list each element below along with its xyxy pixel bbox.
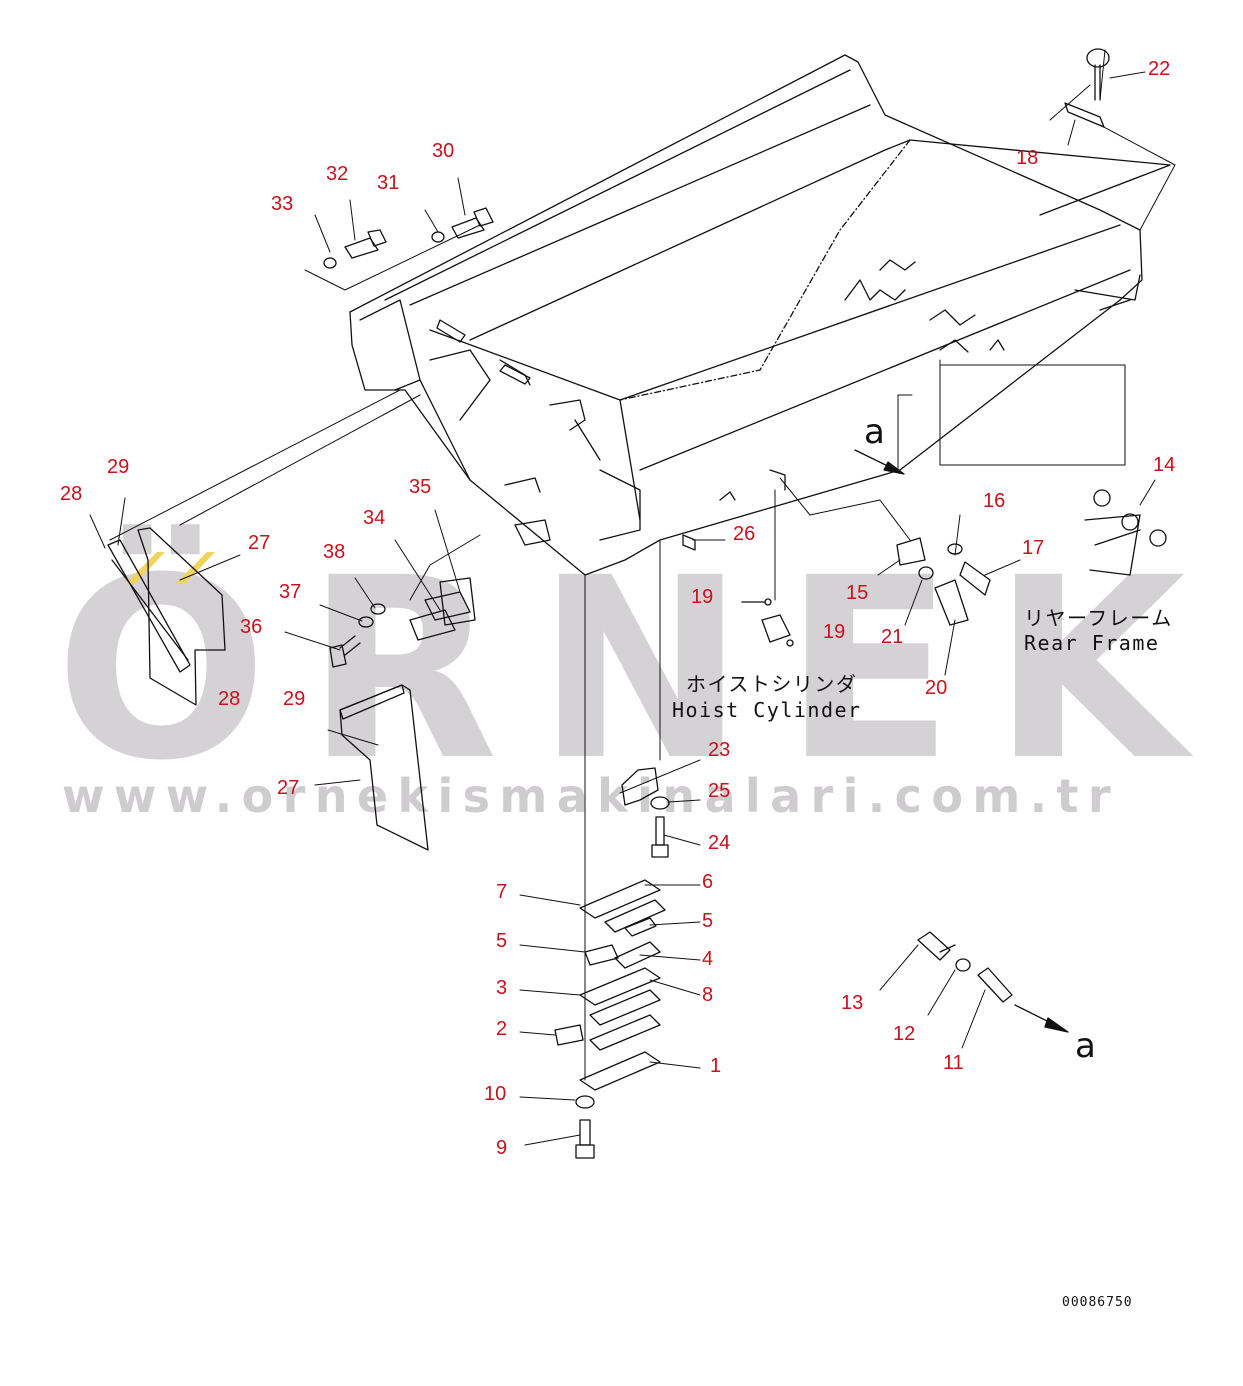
bolt-19 — [741, 598, 794, 647]
callout-13: 13 — [841, 992, 864, 1014]
drawing-code: 00086750 — [1062, 1295, 1133, 1310]
callout-27-lower: 27 — [277, 777, 300, 799]
bolt-17 — [959, 561, 991, 596]
callout-29-lower: 29 — [283, 688, 306, 710]
bolt-36 — [329, 635, 361, 668]
callout-6: 6 — [702, 871, 714, 893]
callout-12: 12 — [893, 1023, 916, 1045]
callout-8: 8 — [702, 984, 714, 1006]
callout-30: 30 — [432, 140, 455, 162]
callout-1: 1 — [710, 1055, 722, 1077]
pin-18 — [1064, 102, 1105, 128]
callout-2: 2 — [496, 1018, 508, 1040]
bolt-24 — [651, 816, 669, 858]
callout-35: 35 — [409, 476, 432, 498]
callout-33: 33 — [271, 193, 294, 215]
pin-15 — [896, 537, 926, 566]
callout-19-b: 19 — [823, 621, 846, 643]
washer-38 — [370, 603, 386, 615]
callout-27: 27 — [248, 532, 271, 554]
washer-37 — [358, 616, 374, 628]
callout-29: 29 — [107, 456, 130, 478]
callout-11: 11 — [943, 1052, 964, 1074]
callout-26: 26 — [733, 523, 756, 545]
callout-18: 18 — [1016, 147, 1039, 169]
washer-31 — [431, 231, 445, 243]
clip-26 — [682, 534, 696, 551]
callout-38: 38 — [323, 541, 346, 563]
bracket-34-35 — [409, 577, 476, 641]
callout-31: 31 — [377, 172, 400, 194]
pin-11 — [977, 967, 1013, 1003]
view-a-label: a — [864, 412, 885, 452]
washer-12 — [955, 958, 971, 972]
bolt-20 — [934, 579, 969, 626]
view-a-label-2: a — [1075, 1026, 1096, 1066]
callout-23: 23 — [708, 739, 731, 761]
callout-21: 21 — [881, 626, 904, 648]
callout-24: 24 — [708, 832, 731, 854]
dump-body — [349, 54, 1171, 576]
callout-19: 19 — [691, 586, 714, 608]
callout-28: 28 — [60, 483, 83, 505]
callout-5: 5 — [496, 930, 508, 952]
washer-25 — [650, 796, 670, 810]
leader-lines — [109, 49, 1176, 1081]
bolt-33 — [323, 257, 337, 269]
callout-36: 36 — [240, 616, 263, 638]
callout-20: 20 — [925, 677, 948, 699]
stopper-23 — [621, 767, 659, 806]
watermark-url: www.ornekismakinalari.com.tr — [62, 769, 1121, 823]
watermark-chevron-icon — [125, 552, 215, 584]
washer-21 — [918, 566, 934, 580]
bolt-30 — [451, 207, 494, 239]
callout-17: 17 — [1022, 537, 1045, 559]
hoist-cylinder-label-jp: ホイストシリンダ — [686, 672, 858, 696]
pin-22 — [1086, 48, 1110, 101]
bolt-9 — [575, 1119, 595, 1159]
callout-10: 10 — [484, 1083, 507, 1105]
callout-7: 7 — [496, 881, 508, 903]
callout-9: 9 — [496, 1137, 508, 1159]
washer-10 — [575, 1095, 595, 1109]
rear-frame-bracket-14 — [1084, 489, 1167, 576]
callout-3: 3 — [496, 977, 508, 999]
rear-frame-label-jp: リヤーフレーム — [1024, 606, 1173, 630]
callout-34: 34 — [363, 507, 386, 529]
callout-15: 15 — [846, 582, 869, 604]
hoist-cylinder-label: Hoist Cylinder — [672, 698, 862, 722]
view-arrows — [854, 449, 1069, 1033]
mud-flap-lower — [339, 684, 429, 851]
shim-stack — [554, 879, 666, 1091]
watermark-brand: ÖRNEK — [55, 524, 1224, 815]
callout-4: 4 — [702, 948, 714, 970]
callout-25: 25 — [708, 780, 731, 802]
rear-frame-label: Rear Frame — [1024, 631, 1160, 655]
bolt-32 — [344, 229, 387, 259]
callout-leaders — [89, 71, 1156, 1146]
callout-32: 32 — [326, 163, 349, 185]
mud-flap-upper — [107, 527, 226, 706]
callout-14: 14 — [1153, 454, 1176, 476]
callout-16: 16 — [983, 490, 1006, 512]
callout-5-b: 5 — [702, 910, 714, 932]
callout-22: 22 — [1148, 58, 1171, 80]
callout-28-lower: 28 — [218, 688, 241, 710]
bolt-13 — [917, 931, 956, 961]
callout-37: 37 — [279, 581, 302, 603]
